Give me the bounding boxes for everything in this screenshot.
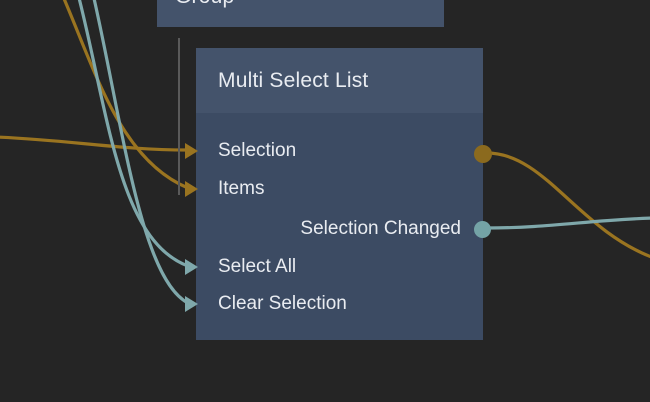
- node-group[interactable]: Group: [157, 0, 444, 27]
- wire-in-clear-selection: [92, 0, 190, 305]
- wire-in-selection: [0, 135, 190, 152]
- wire-out-selection-changed: [485, 216, 650, 230]
- arrow-icon[interactable]: [185, 259, 198, 275]
- dot-icon[interactable]: [474, 145, 492, 163]
- port-label-input-selection: Selection: [218, 140, 297, 161]
- node-multi-select-list-title: Multi Select List: [218, 68, 369, 92]
- port-label-input-select-all: Select All: [218, 256, 297, 277]
- port-row-input-select-all[interactable]: Select All: [185, 255, 483, 279]
- port-label-input-items: Items: [218, 178, 265, 199]
- wire-in-select-all: [77, 0, 190, 268]
- port-label-output-selection-changed: Selection Changed: [300, 218, 461, 239]
- node-group-title: Group: [157, 0, 234, 9]
- group-indent-guide: [178, 38, 180, 195]
- wire-in-items: [62, 0, 190, 190]
- arrow-icon[interactable]: [185, 296, 198, 312]
- dot-icon[interactable]: [474, 220, 491, 238]
- node-multi-select-list-header[interactable]: Multi Select List: [196, 48, 483, 113]
- arrow-icon[interactable]: [185, 181, 198, 197]
- port-row-output-selection[interactable]: [196, 142, 492, 166]
- port-row-input-clear-selection[interactable]: Clear Selection: [185, 292, 483, 316]
- port-row-input-items[interactable]: Items: [185, 177, 483, 201]
- node-multi-select-list-body: Selection Items Select All Clear Selecti…: [185, 113, 492, 340]
- node-multi-select-list[interactable]: Multi Select List Selection Items Select…: [185, 48, 492, 340]
- port-label-input-clear-selection: Clear Selection: [218, 293, 347, 314]
- port-row-output-selection-changed[interactable]: Selection Changed: [196, 217, 491, 241]
- node-group-header[interactable]: Group: [157, 0, 444, 27]
- wire-out-selection: [485, 151, 650, 259]
